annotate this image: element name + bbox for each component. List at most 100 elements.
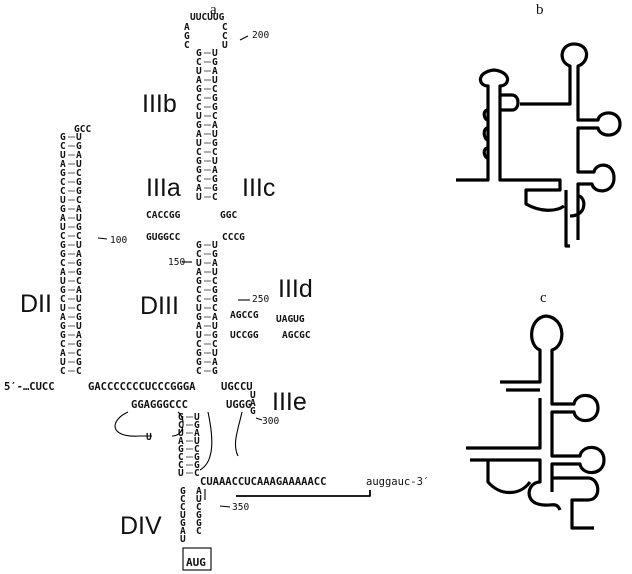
dii-stem-left-base: U [60, 222, 66, 233]
iiib-stem-right-base: A [212, 120, 218, 131]
iiie-stem-base: U [250, 390, 256, 401]
diii-stem-right-base: U [212, 348, 218, 359]
iiib-stem-left-base: A [196, 75, 202, 86]
div-stem-left-base: G [178, 444, 184, 455]
iiib-stem-right-base: C [212, 147, 218, 158]
diii-stem-right-base: G [212, 366, 218, 377]
iiib-loop-right-base: C [222, 31, 228, 42]
schematic-c-tail [552, 476, 600, 530]
number-200: 200 [252, 30, 269, 41]
schematic-c-iiie [470, 458, 562, 511]
iiib-stem-right-base: G [212, 138, 218, 149]
diii-stem-left-base: C [196, 339, 202, 350]
iiib-stem-left-base: G [196, 156, 202, 167]
dii-stem-right-base: G [76, 177, 82, 188]
dii-stem-right-base: G [76, 357, 82, 368]
iiid-lower: UCCGG [230, 330, 259, 341]
dii-stem-right-base: U [76, 159, 82, 170]
iiib-loop-left-base: A [184, 22, 190, 33]
label-iiid: IIId [278, 275, 313, 303]
label-diii: DIII [140, 292, 179, 320]
iiib-stem-left-base: A [196, 129, 202, 140]
dii-stem-left-base: G [60, 330, 66, 341]
diii-stem-right-base: C [212, 276, 218, 287]
div-stem-left-base: C [178, 452, 184, 463]
diii-stem-left-base: C [196, 366, 202, 377]
diii-stem-left-base: A [196, 267, 202, 278]
diii-stem-left-base: G [196, 240, 202, 251]
dii-stem-left-base: C [60, 231, 66, 242]
schematic-b-main [456, 68, 565, 212]
iiia-upper: CACCGG [146, 210, 181, 221]
dii-stem-left-base: G [60, 285, 66, 296]
iiib-stem-left-base: C [196, 174, 202, 185]
five-prime-end: 5′-…CUCC [4, 381, 55, 393]
dii-stem-right-base: C [76, 366, 82, 377]
dii-stem-right-base: C [76, 276, 82, 287]
iiid-upper: AGCCG [230, 310, 259, 321]
div-stem-right-base: G [194, 460, 200, 471]
schematic-c [466, 314, 606, 530]
dii-stem-right-base: G [76, 312, 82, 323]
iiid-lower2: AGCGC [282, 330, 311, 341]
div-lower-left-base: A [180, 526, 186, 537]
dii-stem-left-base: C [60, 294, 66, 305]
panel-letter-b: b [536, 2, 544, 18]
diii-stem-right-base: A [212, 312, 218, 323]
main-strand-right: UGCCU [221, 381, 253, 393]
iiib-stem-left-base: C [196, 102, 202, 113]
dii-stem-right-base: U [76, 321, 82, 332]
div-stem-left-base: A [178, 436, 184, 447]
iiib-stem-right-base: A [212, 165, 218, 176]
main-strand: GACCCCCCCUCCCGGGA [88, 381, 196, 393]
iiia-lower: GUGGCC [146, 232, 181, 243]
iiid-upper2: UAGUG [276, 314, 305, 325]
pseudoknot-curve-left-2 [171, 411, 184, 437]
dii-stem-left-base: G [60, 132, 66, 143]
iiib-stem-right-base: U [212, 129, 218, 140]
tick-300 [255, 417, 263, 421]
schematic-b-iii [520, 42, 622, 240]
dii-stem-left-base: G [60, 240, 66, 251]
div-stem-right-base: A [194, 428, 200, 439]
diii-stem-left-base: C [196, 294, 202, 305]
diii-stem-left-base: G [196, 276, 202, 287]
label-iiia: IIIa [146, 174, 181, 202]
iiib-stem-left-base: G [196, 48, 202, 59]
schematic-b-iii-left [564, 190, 570, 248]
iiib-stem-right-base: G [212, 183, 218, 194]
iiib-stem-left-base: C [196, 93, 202, 104]
iiib-stem-left-base: G [196, 120, 202, 131]
div-lower-left-base: U [180, 510, 186, 521]
dii-stem-left-base: U [60, 276, 66, 287]
div-lower-right-base: U [196, 494, 202, 505]
dii-stem-left-base: A [60, 159, 66, 170]
panel-letter-c: c [540, 290, 547, 306]
div-stem-left-base: U [178, 468, 184, 479]
diii-stem-right-base: C [212, 303, 218, 314]
dii-stem-left-base: G [60, 168, 66, 179]
diii-stem-left-base: U [196, 330, 202, 341]
iiic-lower: CCCG [222, 232, 245, 243]
diii-stem-right-base: U [212, 267, 218, 278]
label-dii: DII [20, 290, 52, 318]
dii-stem-left-base: C [60, 366, 66, 377]
dii-stem-right-base: C [76, 168, 82, 179]
dii-stem-left-base: U [60, 303, 66, 314]
start-codon: AUG [186, 556, 206, 569]
label-iiic: IIIc [242, 174, 275, 202]
pseudoknot-curve-left [114, 411, 152, 437]
iiib-loop-right-base: C [222, 22, 228, 33]
iiib-stem-right-base: U [212, 156, 218, 167]
iiie-lower-strand: UGGG [226, 399, 251, 411]
iiib-stem-left-base: C [196, 147, 202, 158]
label-div: DIV [120, 512, 162, 540]
diii-stem-right-base: G [212, 294, 218, 305]
dii-stem-left-base: C [60, 186, 66, 197]
dii-stem-right-base: A [76, 285, 82, 296]
label-iiie: IIIe [272, 388, 307, 416]
label-iiib: IIIb [142, 90, 177, 118]
iiib-stem-right-base: C [212, 84, 218, 95]
